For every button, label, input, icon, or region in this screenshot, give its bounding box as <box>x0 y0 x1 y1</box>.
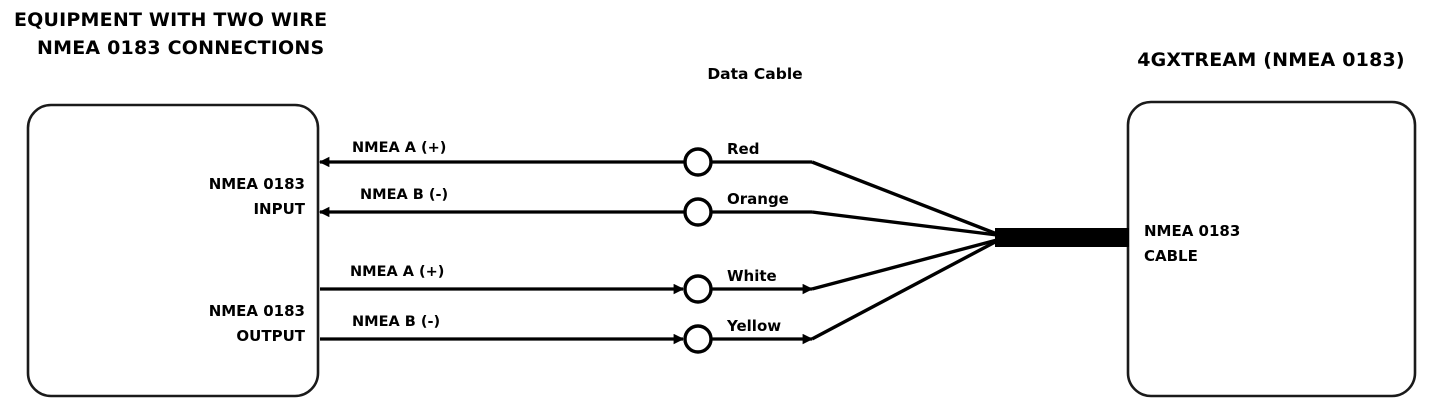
nmea-output-label-line-1: NMEA 0183 <box>209 302 305 320</box>
right-title: 4GXTREAM (NMEA 0183) <box>1137 49 1405 71</box>
equipment-box <box>26 103 320 398</box>
splay-line-yellow <box>811 239 998 341</box>
left-title-line-1: EQUIPMENT WITH TWO WIRE <box>14 9 327 31</box>
wire-color-label-orange: Orange <box>727 190 789 208</box>
left-title-line-2: NMEA 0183 CONNECTIONS <box>37 37 324 59</box>
connector-dot-white <box>683 274 713 304</box>
gxtream-box <box>1126 100 1417 398</box>
signal-label-red: NMEA A (+) <box>352 140 446 156</box>
connector-dot-orange <box>683 197 713 227</box>
splay-line-red <box>811 160 998 236</box>
wire-color-label-white: White <box>727 267 777 285</box>
splay-line-white <box>811 238 998 291</box>
wire-color-label-yellow: Yellow <box>726 317 781 335</box>
connector-dot-yellow <box>683 324 713 354</box>
signal-label-orange: NMEA B (-) <box>360 187 448 203</box>
nmea-cable-label-line-2: CABLE <box>1144 247 1198 265</box>
splay-line-orange <box>811 210 998 237</box>
nmea-output-label-line-2: OUTPUT <box>236 327 305 345</box>
nmea-input-label-line-1: NMEA 0183 <box>209 175 305 193</box>
nmea-cable-label-line-1: NMEA 0183 <box>1144 222 1240 240</box>
data-cable-title: Data Cable <box>707 65 802 83</box>
signal-label-white: NMEA A (+) <box>350 264 444 280</box>
connector-dot-red <box>683 147 713 177</box>
nmea-input-label-line-2: INPUT <box>253 200 305 218</box>
nmea-cable-sheath <box>995 228 1129 247</box>
wire-color-label-red: Red <box>727 140 759 158</box>
signal-label-yellow: NMEA B (-) <box>352 314 440 330</box>
